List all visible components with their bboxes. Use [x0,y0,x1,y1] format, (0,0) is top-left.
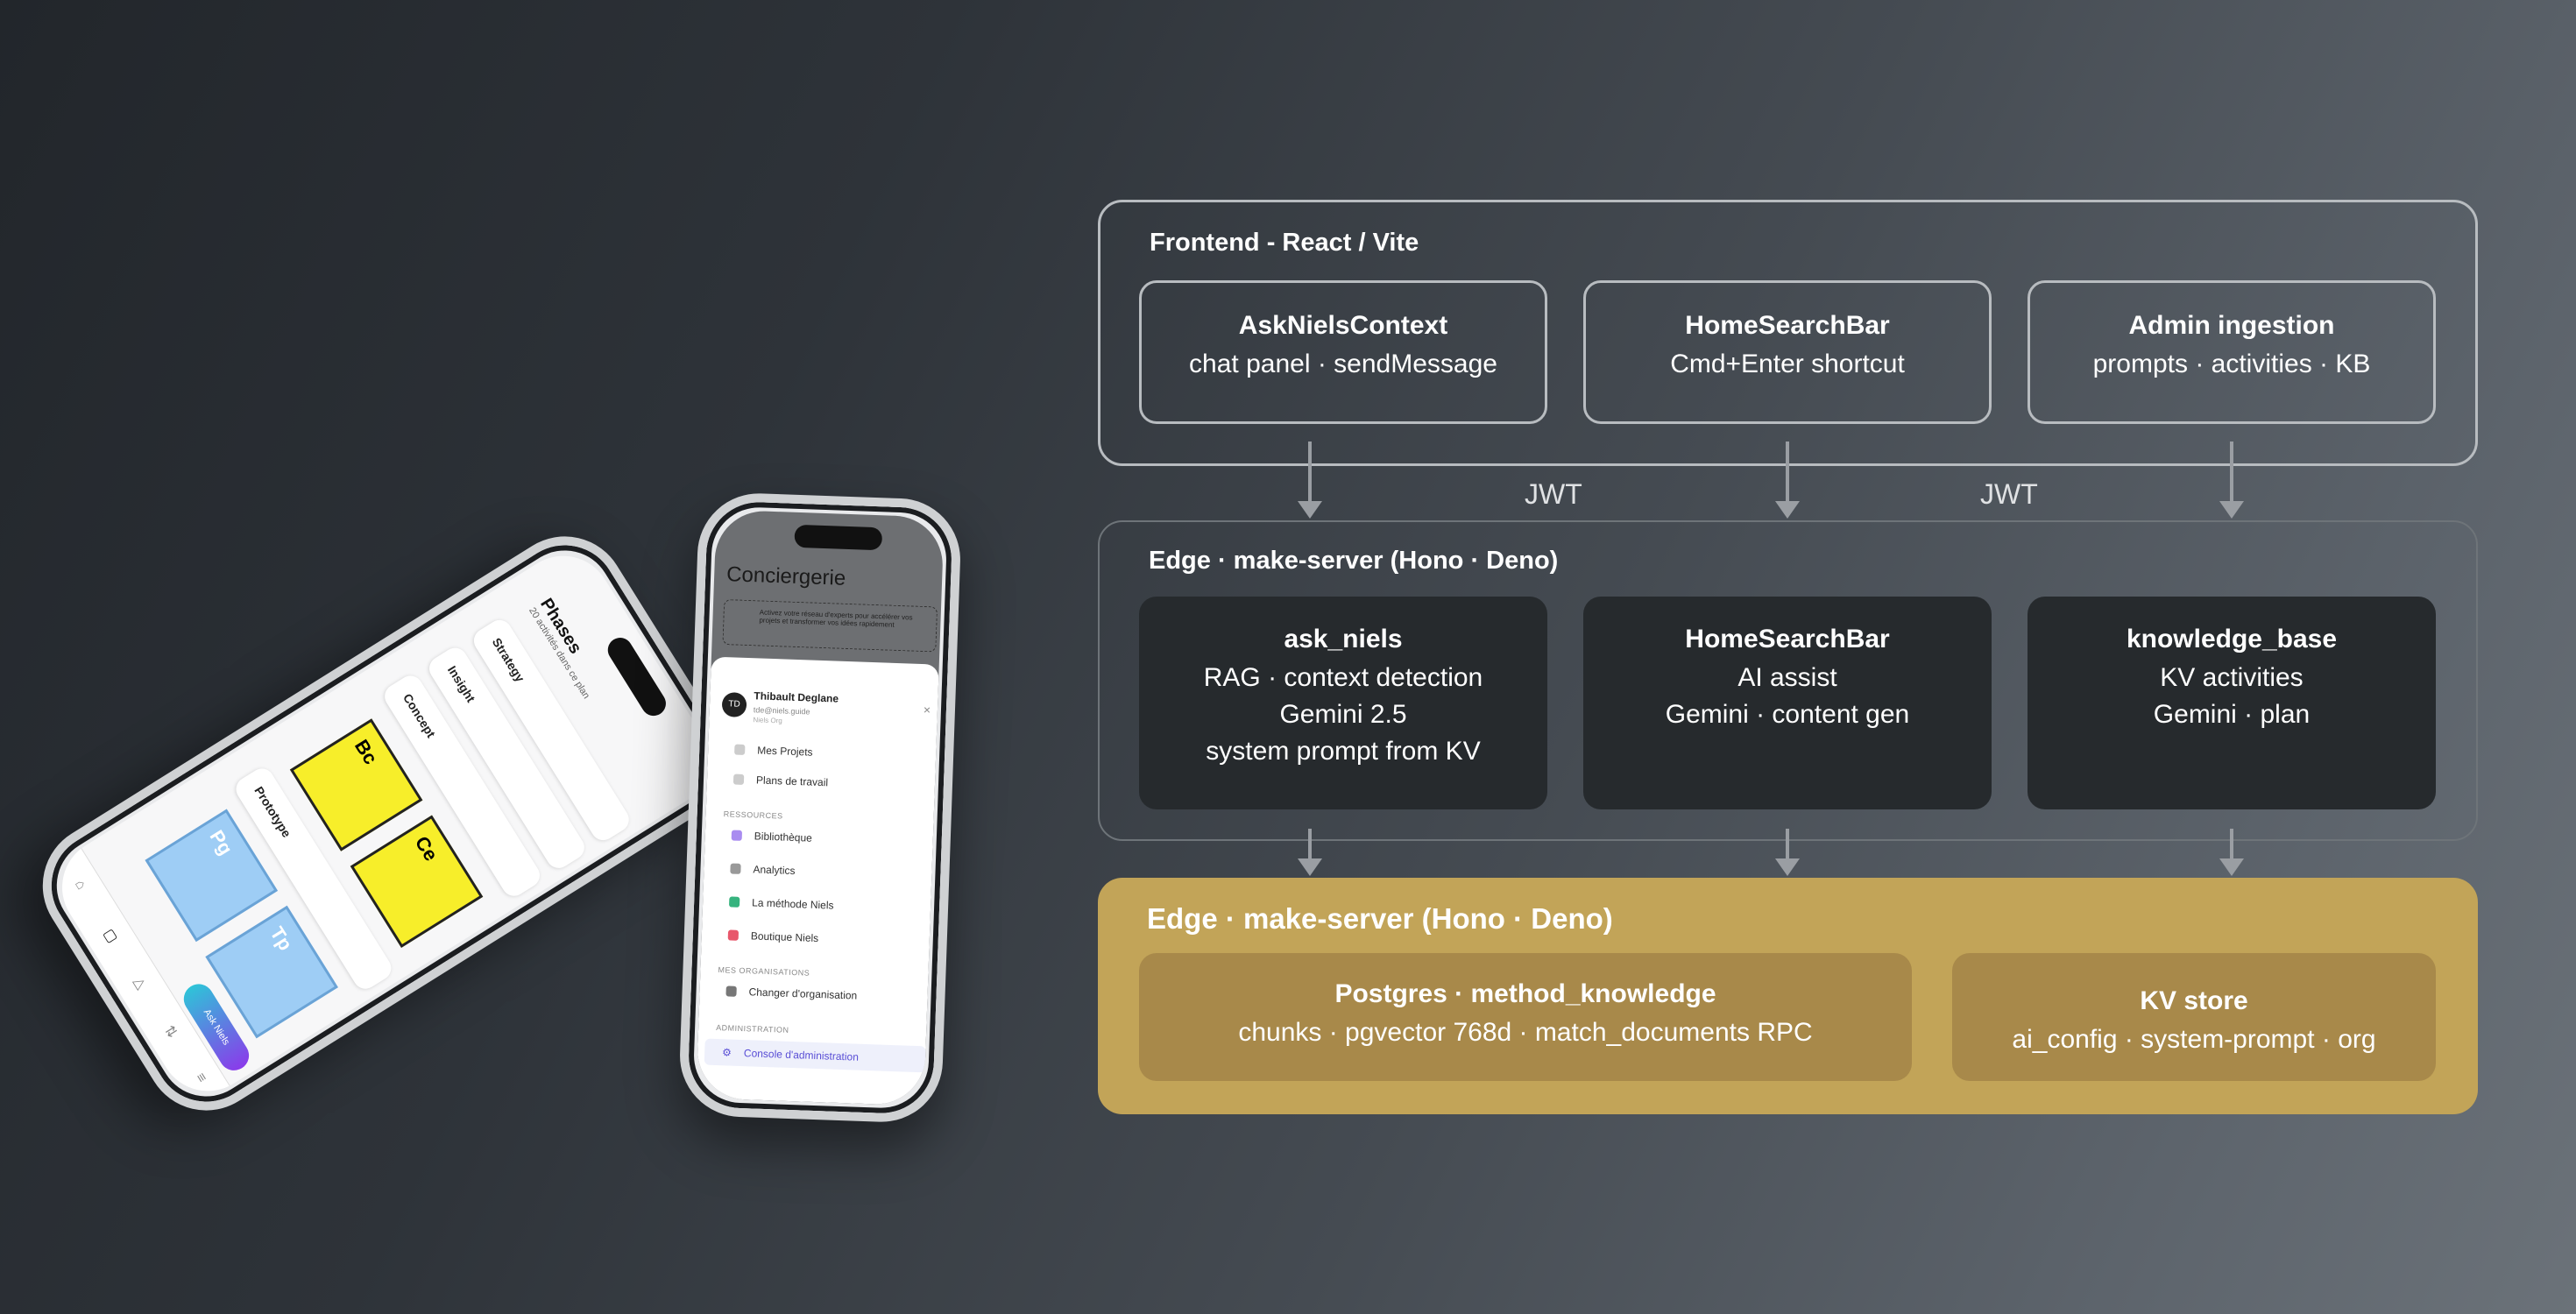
book-icon [728,896,740,908]
phase-concept-label: Concept [400,690,439,740]
sticky-note-pg[interactable]: Pg [145,809,279,943]
storage-box-postgres: Postgres · method_knowledge chunks · pgv… [1139,953,1912,1081]
home-icon[interactable]: ⌂ [71,877,89,893]
section-orgs: MES ORGANISATIONS [718,965,810,978]
sticky-note-bc[interactable]: Bc [289,718,423,851]
box-line: Gemini 2.5 [1279,700,1407,729]
menu-sheet: TD Thibault Deglane tde@niels.guide Niel… [696,656,939,1106]
user-email: tde@niels.guide [753,705,810,717]
box-line: ai_config · system-prompt · org [2012,1025,2376,1054]
banner-text: Activez votre réseau d'experts pour accé… [759,608,913,629]
analytics-icon [730,863,741,874]
discover-icon[interactable]: △ [131,974,150,993]
shop-icon [727,929,740,941]
edge-box-knowledge-base: knowledge_base KV activities Gemini · pl… [2028,597,2436,809]
frontend-box-homesearchbar: HomeSearchBar Cmd+Enter shortcut [1583,280,1992,424]
jwt-label-left: JWT [1525,478,1582,510]
user-org: Niels Org [753,716,782,725]
library-icon [731,830,743,841]
menu-item-methode-niels[interactable]: La méthode Niels [728,895,834,912]
box-line: Cmd+Enter shortcut [1670,350,1905,378]
edge-box-homesearchbar: HomeSearchBar AI assist Gemini · content… [1583,597,1992,809]
user-name: Thibault Deglane [754,689,839,705]
menu-item-label: Changer d'organisation [748,986,858,1002]
box-line: chunks · pgvector 768d · match_documents… [1238,1018,1813,1047]
frontend-box-admin-ingestion: Admin ingestion prompts · activities · K… [2028,280,2436,424]
projects-icon[interactable]: ▢ [100,926,121,946]
phone-right-screen: Conciergerie Activez votre réseau d'expe… [696,509,945,1106]
frontend-box-askniels: AskNielsContext chat panel · sendMessage [1139,280,1547,424]
folder-icon [734,744,746,755]
box-line: prompts · activities · KB [2092,350,2371,378]
box-title: HomeSearchBar [1685,625,1890,653]
phone-left-screen: Phases 20 activités dans ce plan Strateg… [43,537,728,1110]
box-title: Admin ingestion [2128,311,2335,340]
actions-icon[interactable]: ⇅ [160,1022,180,1042]
box-title: AskNielsContext [1238,311,1448,340]
menu-item-plans-de-travail[interactable]: Plans de travail [732,774,829,789]
box-title: Postgres · method_knowledge [1334,979,1716,1008]
plan-icon [732,774,745,785]
edge-layer-title: Edge · make-server (Hono · Deno) [1149,547,1559,575]
storage-layer-title: Edge · make-server (Hono · Deno) [1147,902,1613,935]
phase-prototype-label: Prototype [251,783,294,840]
storage-box-kv-store: KV store ai_config · system-prompt · org [1952,953,2436,1081]
menu-item-bibliotheque[interactable]: Bibliothèque [731,829,813,844]
sticky-tp-code: Tp [265,922,297,955]
box-title: ask_niels [1284,625,1403,653]
phase-strategy-label: Strategy [489,635,527,685]
menu-item-label: Mes Projets [756,744,813,759]
arrow-frontend-edge-3 [2219,442,2244,519]
arrow-frontend-edge-1 [1298,442,1322,519]
section-admin: ADMINISTRATION [715,1023,789,1035]
app-title: Conciergerie [725,562,846,590]
arrow-edge-storage-3 [2219,829,2244,876]
menu-icon[interactable]: ≡ [192,1070,210,1085]
sticky-pg-code: Pg [205,826,237,859]
sticky-bc-code: Bc [350,735,382,768]
menu-item-boutique-niels[interactable]: Boutique Niels [727,929,819,945]
menu-item-changer-organisation[interactable]: Changer d'organisation [725,985,858,1002]
box-title: knowledge_base [2126,625,2338,653]
box-line: KV activities [2160,663,2304,692]
box-title: HomeSearchBar [1685,311,1890,340]
dynamic-island [603,632,671,721]
menu-item-label: Analytics [753,863,796,878]
avatar: TD [721,692,747,717]
box-line: chat panel · sendMessage [1189,350,1497,378]
menu-item-mes-projets[interactable]: Mes Projets [734,744,813,759]
menu-item-label: Plans de travail [755,774,829,789]
building-icon [725,986,737,997]
arrow-edge-storage-2 [1775,829,1800,876]
close-icon[interactable]: × [923,703,931,717]
box-title: KV store [2140,986,2248,1015]
jwt-label-right: JWT [1980,478,2038,510]
sticky-note-ce[interactable]: Ce [350,815,484,949]
phone-right: Conciergerie Activez votre réseau d'expe… [677,491,963,1125]
menu-item-label: Bibliothèque [754,830,813,844]
edge-box-ask-niels: ask_niels RAG · context detection Gemini… [1139,597,1547,809]
box-line: Gemini · content gen [1665,700,1910,729]
phone-left: Phases 20 activités dans ce plan Strateg… [19,512,752,1134]
menu-item-label: La méthode Niels [751,896,834,912]
box-line: AI assist [1737,663,1837,692]
box-line: system prompt from KV [1206,737,1481,766]
banner: Activez votre réseau d'experts pour accé… [722,599,938,653]
avatar-initials: TD [728,699,740,710]
frontend-layer-title: Frontend - React / Vite [1150,229,1419,257]
menu-item-label: Boutique Niels [750,929,819,945]
section-resources: RESSOURCES [723,809,783,821]
phase-insight-label: Insight [444,663,478,705]
arrow-frontend-edge-2 [1775,442,1800,519]
sticky-ce-code: Ce [410,832,442,865]
dynamic-island [794,524,883,551]
arrow-edge-storage-1 [1298,829,1322,876]
menu-item-console-admin[interactable]: ⚙ Console d'administration [704,1038,926,1073]
ask-niels-fab-label: Ask Niels [201,1007,232,1048]
menu-item-analytics[interactable]: Analytics [730,862,796,878]
box-line: Gemini · plan [2153,700,2311,729]
gear-icon: ⚙ [721,1046,732,1059]
box-line: RAG · context detection [1203,663,1483,692]
menu-item-label: Console d'administration [743,1047,860,1063]
